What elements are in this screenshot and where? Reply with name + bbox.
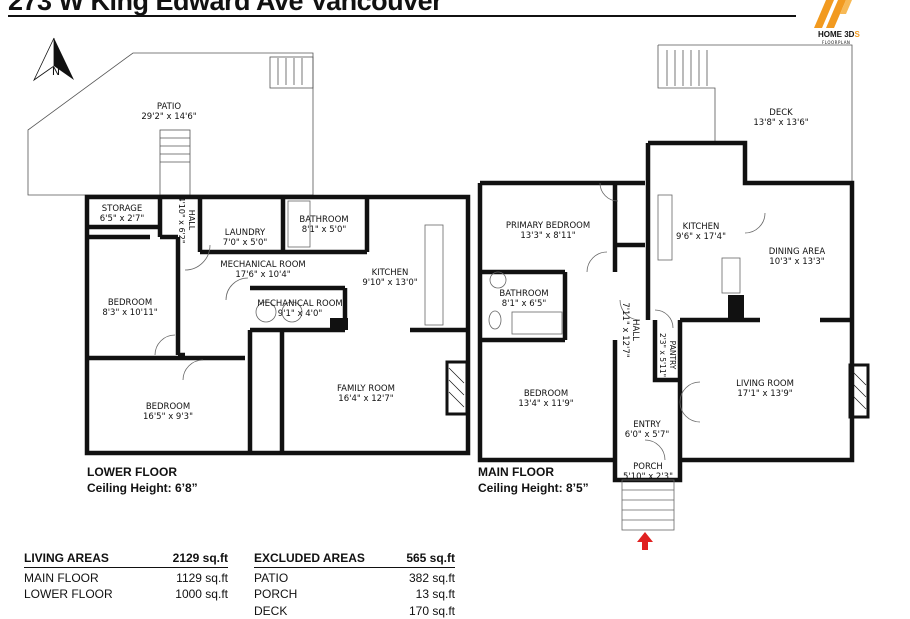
compass-label: N — [52, 67, 60, 77]
entrance-arrow-icon — [637, 532, 653, 550]
lower-fireplace — [447, 362, 467, 414]
